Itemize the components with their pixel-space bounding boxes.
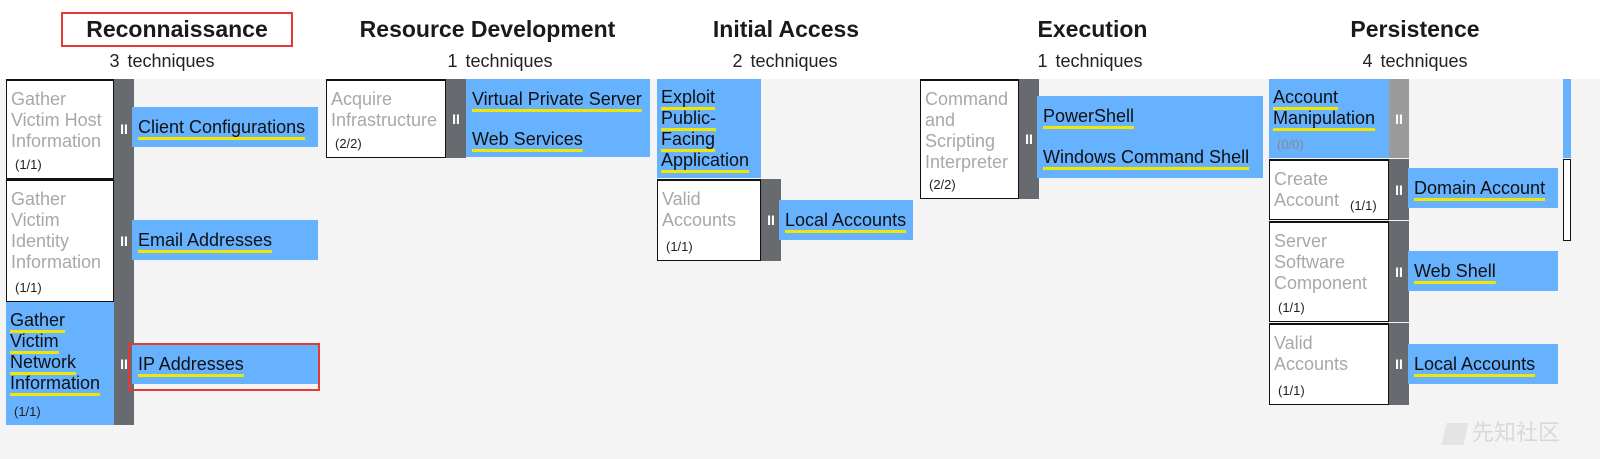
subtechnique-cell[interactable]: Local Accounts [1408,344,1558,384]
subtechnique-cell[interactable]: PowerShell [1037,96,1263,137]
subtechnique-cell[interactable]: IP Addresses [132,344,318,384]
technique-cell[interactable]: Acquire Infrastructure(2/2) [326,79,446,158]
expand-handle[interactable]: II [1389,323,1409,405]
watermark-logo-icon [1441,423,1469,446]
subtechnique-cell[interactable]: Local Accounts [779,200,913,240]
tactic-persistence[interactable]: Persistence [1350,16,1480,42]
subtechnique-cell[interactable]: Web Shell [1408,251,1558,291]
technique-cell[interactable]: Account Manipulation(0/0) [1269,79,1389,158]
next-column-edge [1563,159,1571,241]
subtechnique-cell[interactable]: Email Addresses [132,220,318,260]
subtechnique-cell[interactable]: Client Configurations [132,107,318,147]
expand-handle[interactable]: II [1019,79,1039,199]
subtechnique-cell[interactable]: Domain Account [1408,168,1558,208]
watermark: 先知社区 [1441,415,1560,447]
expand-handle[interactable]: II [1389,79,1409,158]
next-column-edge [1563,79,1571,158]
expand-handle[interactable]: II [114,79,134,179]
technique-cell[interactable]: Valid Accounts(1/1) [1269,323,1389,405]
technique-cell[interactable]: Valid Accounts(1/1) [657,179,761,261]
expand-handle[interactable]: II [1389,221,1409,322]
highlight-box [128,343,320,391]
expand-handle[interactable]: II [114,302,134,425]
technique-cell[interactable]: Exploit Public-Facing Application [657,79,761,178]
technique-cell[interactable]: Gather Victim Network Information(1/1) [6,302,114,425]
highlight-box [61,12,293,47]
technique-cell[interactable]: Server Software Component(1/1) [1269,221,1389,322]
technique-cell[interactable]: Create Account(1/1) [1269,159,1389,220]
expand-handle[interactable]: II [761,179,781,261]
technique-cell[interactable]: Gather Victim Identity Information(1/1) [6,179,114,302]
expand-handle[interactable]: II [446,79,466,158]
tactic-reconnaissance[interactable]: Reconnaissance [86,16,268,42]
subtechnique-cell[interactable]: Web Services [466,119,650,157]
tactic-resource-development[interactable]: Resource Development [359,16,616,42]
subtechnique-cell[interactable]: Virtual Private Server [466,79,650,119]
technique-cell[interactable]: Gather Victim Host Information(1/1) [6,79,114,179]
expand-handle[interactable]: II [1389,159,1409,220]
tactic-initial-access[interactable]: Initial Access [712,16,860,42]
expand-handle[interactable]: II [114,179,134,302]
subtechnique-cell[interactable]: Windows Command Shell [1037,137,1263,178]
technique-cell[interactable]: Command and Scripting Interpreter(2/2) [920,79,1019,199]
tactic-execution[interactable]: Execution [1037,16,1148,42]
